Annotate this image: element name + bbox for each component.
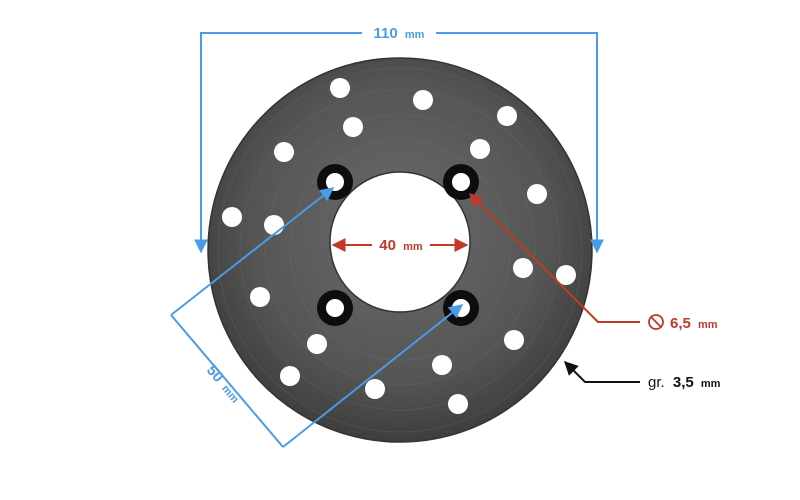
mount-hole-top-right — [443, 164, 479, 200]
vent-hole — [250, 287, 270, 307]
vent-hole — [365, 379, 385, 399]
vent-hole — [264, 215, 284, 235]
mount-hole-dimension: 6,5 mm — [469, 193, 718, 332]
vent-holes — [222, 78, 576, 414]
svg-text:110 mm: 110 mm — [374, 25, 425, 42]
center-hole-unit: mm — [403, 241, 423, 253]
vent-hole — [222, 207, 242, 227]
vent-hole — [513, 258, 533, 278]
vent-hole — [448, 394, 468, 414]
mount-hole-unit: mm — [698, 319, 718, 331]
bolt-spacing-value: 50 — [203, 362, 227, 386]
vent-hole — [307, 334, 327, 354]
outer-diameter-dimension: 110 mm — [194, 20, 604, 254]
vent-hole — [504, 330, 524, 350]
thickness-dimension: gr. 3,5 mm — [564, 361, 721, 391]
svg-text:6,5 mm: 6,5 mm — [670, 315, 718, 332]
disc-texture — [217, 67, 583, 433]
vent-hole — [330, 78, 350, 98]
vent-hole — [470, 139, 490, 159]
svg-text:40 mm: 40 mm — [379, 237, 423, 254]
bolt-spacing-unit: mm — [219, 383, 241, 406]
mount-hole-bottom-right — [443, 290, 479, 326]
thickness-value: 3,5 — [673, 374, 694, 391]
outer-diameter-unit: mm — [405, 29, 425, 41]
mount-hole-top-left — [317, 164, 353, 200]
center-hole-dimension: 40 mm — [331, 237, 469, 254]
thickness-prefix: gr. — [648, 374, 665, 391]
vent-hole — [280, 366, 300, 386]
outer-diameter-value: 110 — [374, 25, 398, 42]
mount-hole-value: 6,5 — [670, 315, 691, 332]
vent-hole — [343, 117, 363, 137]
svg-text:gr. 3,5 mm: gr. 3,5 mm — [648, 374, 721, 391]
svg-text:50 mm: 50 mm — [203, 362, 244, 406]
vent-hole — [432, 355, 452, 375]
vent-hole — [527, 184, 547, 204]
diameter-symbol-icon — [648, 314, 664, 330]
vent-hole — [556, 265, 576, 285]
vent-hole — [274, 142, 294, 162]
thickness-unit: mm — [701, 378, 721, 390]
vent-hole — [413, 90, 433, 110]
center-hole-value: 40 — [379, 237, 396, 254]
mount-hole-bottom-left — [317, 290, 353, 326]
vent-hole — [497, 106, 517, 126]
